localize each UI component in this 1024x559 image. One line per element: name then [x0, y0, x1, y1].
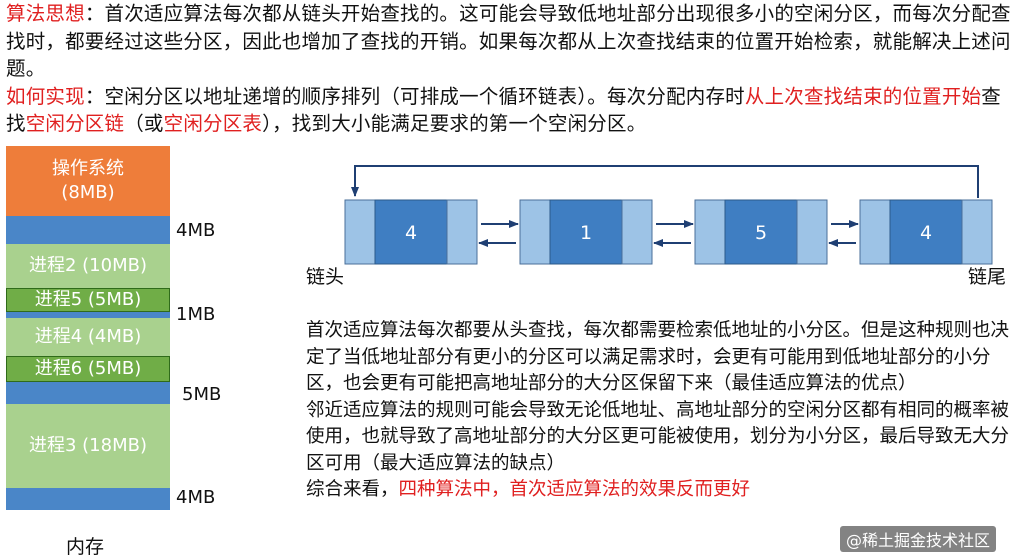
- chain-node: 4: [859, 199, 993, 265]
- os-name: 操作系统: [52, 158, 124, 179]
- algorithm-idea-label: 算法思想: [6, 2, 85, 25]
- node-size-label: 4: [920, 222, 932, 244]
- free-size-label-2: 1MB: [176, 304, 216, 325]
- watermark: @稀土掘金技术社区: [840, 526, 997, 552]
- node-next-pointer: [796, 199, 828, 265]
- node-prev-pointer: [859, 199, 891, 265]
- implementation-highlight-start: 从上次查找结束的位置开始: [744, 84, 982, 108]
- process6-block: 进程6 (5MB): [6, 356, 170, 382]
- node-prev-pointer: [694, 199, 726, 265]
- chain-node: 4: [344, 199, 478, 265]
- node-size-label: 4: [405, 222, 417, 244]
- node-size-cell: [889, 199, 963, 265]
- node-prev-pointer: [519, 199, 551, 265]
- free-size-label-4: 4MB: [176, 487, 216, 508]
- node-next-pointer: [621, 199, 653, 265]
- chain-node: 1: [519, 199, 653, 265]
- analysis-text: 首次适应算法每次都要从头查找，每次都需要检索低地址的小分区。但是这种规则也决定了…: [306, 318, 1022, 504]
- conclusion-prefix: 综合来看，: [306, 479, 399, 500]
- implementation-highlight-table: 空闲分区表: [163, 112, 263, 135]
- process5-block: 进程5 (5MB): [6, 288, 170, 312]
- node-size-cell: [724, 199, 798, 265]
- free-block-3: [6, 382, 170, 404]
- conclusion-highlight: 四种算法中，首次适应算法的效果反而更好: [398, 479, 751, 500]
- node-size-label: 1: [580, 222, 592, 244]
- memory-caption: 内存: [66, 536, 105, 558]
- process3-block: 进程3 (18MB): [6, 404, 170, 488]
- intro-text: 算法思想：首次适应算法每次都从链头开始查找的。这可能会导致低地址部分出现很多小的…: [6, 0, 1018, 138]
- node-next-pointer: [446, 199, 478, 265]
- chain-head-label: 链头: [306, 266, 344, 288]
- algorithm-idea-text: ：首次适应算法每次都从链头开始查找的。这可能会导致低地址部分出现很多小的空闲分区…: [6, 2, 1011, 80]
- chain-tail-label: 链尾: [968, 266, 1006, 288]
- free-size-label-3: 5MB: [182, 384, 222, 405]
- implementation: 如何实现：空闲分区以地址递增的顺序排列（可排成一个循环链表）。每次分配内存时从上…: [6, 83, 1018, 138]
- chain-node: 5: [694, 199, 828, 265]
- implementation-highlight-chain: 空闲分区链: [25, 112, 125, 135]
- os-size: (8MB): [61, 182, 115, 203]
- free-block-2: [6, 312, 170, 318]
- node-next-pointer: [961, 199, 993, 265]
- analysis-paragraph-1: 首次适应算法每次都要从头查找，每次都需要检索低地址的小分区。但是这种规则也决定了…: [306, 320, 1010, 394]
- node-size-cell: [549, 199, 623, 265]
- free-block-1: [6, 216, 170, 244]
- node-size-label: 5: [755, 222, 767, 244]
- implementation-label: 如何实现: [6, 84, 85, 108]
- node-prev-pointer: [344, 199, 376, 265]
- free-size-label-1: 4MB: [176, 220, 216, 241]
- os-block: 操作系统 (8MB): [6, 146, 170, 216]
- free-block-4: [6, 488, 170, 510]
- implementation-text-g: ），找到大小能满足要求的第一个空闲分区。: [262, 112, 647, 135]
- chain-nodes: 4 1 5 4: [344, 199, 993, 265]
- chain-arrows: [351, 165, 979, 247]
- analysis-conclusion: 综合来看，四种算法中，首次适应算法的效果反而更好: [306, 477, 1022, 504]
- algorithm-idea: 算法思想：首次适应算法每次都从链头开始查找的。这可能会导致低地址部分出现很多小的…: [6, 0, 1018, 83]
- implementation-text-e: （或: [124, 112, 164, 135]
- process4-block: 进程4 (4MB): [6, 318, 170, 356]
- process2-block: 进程2 (10MB): [6, 244, 170, 288]
- circular-link-arrow: [351, 165, 979, 198]
- implementation-text-a: ：空闲分区以地址递增的顺序排列（可排成一个循环链表）。每次分配内存时: [84, 84, 745, 108]
- implementation-text-c: 查找: [6, 84, 1001, 136]
- analysis-paragraph-2: 邻近适应算法的规则可能会导致无论低地址、高地址部分的空闲分区都有相同的概率被使用…: [306, 399, 1010, 474]
